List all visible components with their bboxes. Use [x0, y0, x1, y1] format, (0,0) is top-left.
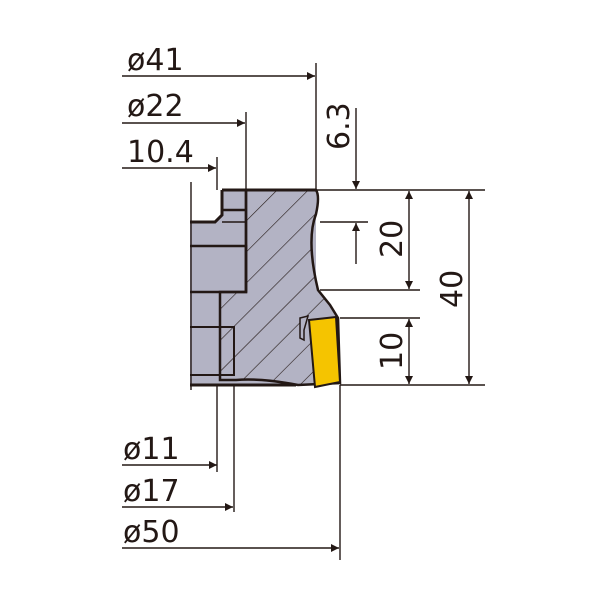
extension-lines — [190, 63, 485, 560]
dim-label-h20: 20 — [375, 220, 410, 258]
dim-label-d104: 10.4 — [127, 135, 194, 170]
dim-label-d17: ø17 — [123, 474, 180, 509]
dim-label-d11: ø11 — [123, 432, 180, 467]
dim-label-h40: 40 — [435, 270, 470, 308]
dim-label-h63: 6.3 — [322, 102, 357, 150]
left-dimension-arrows — [122, 72, 339, 552]
dim-label-h10: 10 — [375, 332, 410, 370]
dim-label-d41: ø41 — [127, 43, 184, 78]
dim-label-d50: ø50 — [123, 515, 180, 550]
right-dimension-arrows — [352, 108, 473, 384]
dim-label-d22: ø22 — [127, 89, 184, 124]
cutting-insert — [299, 314, 342, 389]
